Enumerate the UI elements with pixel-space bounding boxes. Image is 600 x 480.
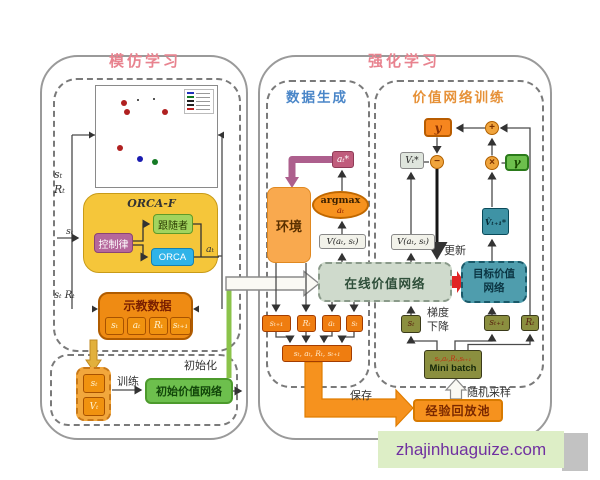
demo-item-a: aₜ <box>127 317 146 335</box>
replay-buffer-box: 经验回放池 <box>413 399 503 422</box>
orcaf-inner-connectors <box>133 219 219 262</box>
datagen-connectors <box>271 169 359 344</box>
v-star-box: Vₜ* <box>400 152 424 169</box>
argmax-label: argmax <box>320 194 361 206</box>
scatter-dot <box>123 108 131 116</box>
plus-operator: + <box>485 121 499 135</box>
batch-reward-box: Rₜ <box>521 315 539 331</box>
scatter-legend <box>184 89 214 114</box>
online-value-network: 在线价值网络 <box>318 262 452 302</box>
scatter-legend-row <box>187 108 211 111</box>
target-network-line2: 网络 <box>483 282 505 294</box>
save-arrow <box>304 361 414 428</box>
minus-operator: − <box>430 155 444 169</box>
orcaf-module: ORCA-F 控制律 跟随者 ORCA <box>83 193 219 273</box>
y-target-box: y <box>424 118 452 137</box>
batch-state-box: sₜ <box>401 315 421 333</box>
best-action-box: aₜ* <box>332 151 354 168</box>
orcaf-output-label: aₜ <box>206 244 215 255</box>
imitation-arrowheads <box>89 131 224 313</box>
scatter-dot <box>136 155 144 163</box>
demo-to-buffer-arrow <box>85 339 102 372</box>
imitation-title: 模仿学习 <box>108 53 181 70</box>
scatter-dot <box>116 144 124 152</box>
reinforcement-title: 强化学习 <box>367 53 440 70</box>
save-label: 保存 <box>350 390 372 402</box>
follower-box: 跟随者 <box>153 214 193 234</box>
watermark-banner: zhajinhuaguize.com <box>378 431 564 468</box>
argmax-ellipse: argmax aₜ <box>312 191 369 219</box>
demo-item-snext: sₜ₊₁ <box>170 317 191 335</box>
sample-up-arrow <box>444 378 468 400</box>
v-next-box: V̂ₜ₊₁* <box>482 208 509 235</box>
watermark-shadow <box>562 433 588 471</box>
value-fn-box-left: V(aₜ, sₜ) <box>319 234 366 249</box>
imitation-panel <box>40 55 248 440</box>
gradient-label-line1: 梯度 <box>427 307 449 319</box>
simulation-plot <box>95 85 218 188</box>
value-training-title: 价值网络训练 <box>412 90 506 105</box>
pretrain-buffer: sₜ Vₜ <box>76 367 111 421</box>
demo-input-label: sₜ Rₜ <box>54 290 75 301</box>
orcaf-title: ORCA-F <box>127 197 176 210</box>
update-red-arrow <box>452 271 465 293</box>
update-label: 更新 <box>444 245 466 257</box>
scatter-legend-row <box>187 100 211 103</box>
data-generation-title: 数据生成 <box>286 90 348 105</box>
orca-box: ORCA <box>151 248 194 266</box>
minibatch-box: sₜ,aₜ,Rₜ,sₜ₊₁ Mini batch <box>424 350 482 379</box>
buffer-value-box: Vₜ <box>83 397 105 416</box>
demo-to-online-arrow <box>225 270 321 297</box>
environment-box: 环境 <box>267 187 311 263</box>
collect-reward-box: Rₜ <box>297 315 316 332</box>
best-action-to-env-arrow <box>285 156 332 188</box>
gamma-box: γ <box>505 154 529 171</box>
demo-data-box: 示教数据 sₜ aₜ Rₜ sₜ₊₁ <box>98 292 193 340</box>
minibatch-label: Mini batch <box>429 363 477 374</box>
value-fn-box-right: V(aₜ, sₜ) <box>391 234 435 250</box>
init-value-network: 初始价值网络 <box>145 378 233 404</box>
scatter-legend-row <box>187 92 211 95</box>
demo-data-title: 示教数据 <box>123 299 172 313</box>
sample-label: 随机采样 <box>467 387 511 399</box>
scatter-dot <box>161 108 169 116</box>
scatter-dot <box>151 158 159 166</box>
target-value-network: 目标价值 网络 <box>461 261 527 303</box>
collect-snext-box: sₜ₊₁ <box>262 315 291 332</box>
scatter-dot <box>152 97 156 101</box>
argmax-action-label: aₜ <box>336 205 345 216</box>
side-reward-label: Rₜ <box>54 183 65 196</box>
gradient-label-line2: 下降 <box>427 321 449 333</box>
target-network-line1: 目标价值 <box>473 268 515 281</box>
controller-box: 控制律 <box>94 233 133 253</box>
scatter-dot <box>120 99 128 107</box>
collect-action-box: aₜ <box>322 315 341 332</box>
demo-item-s: sₜ <box>105 317 124 335</box>
scatter-legend-row <box>187 96 211 99</box>
scatter-dot <box>136 98 140 102</box>
minibatch-tuple: sₜ,aₜ,Rₜ,sₜ₊₁ <box>434 354 472 363</box>
buffer-state-box: sₜ <box>83 374 105 393</box>
demo-item-r: Rₜ <box>149 317 168 335</box>
scatter-legend-row <box>187 104 211 107</box>
init-label: 初始化 <box>184 360 217 372</box>
orcaf-input-label: sₜ <box>66 226 74 237</box>
tuple-box: sₜ, aₜ, Rₜ, sₜ₊₁ <box>282 345 352 362</box>
batch-next-state-box: sₜ₊₁ <box>484 315 510 331</box>
imitation-upper-group <box>53 78 241 352</box>
collect-state-box: sₜ <box>346 315 363 332</box>
watermark-text: zhajinhuaguize.com <box>395 439 547 459</box>
side-state-label: sₜ <box>54 168 63 181</box>
times-operator: × <box>485 156 499 170</box>
train-label: 训练 <box>117 376 139 388</box>
scatter-dots <box>96 86 219 189</box>
valuetrain-connectors <box>406 123 535 350</box>
